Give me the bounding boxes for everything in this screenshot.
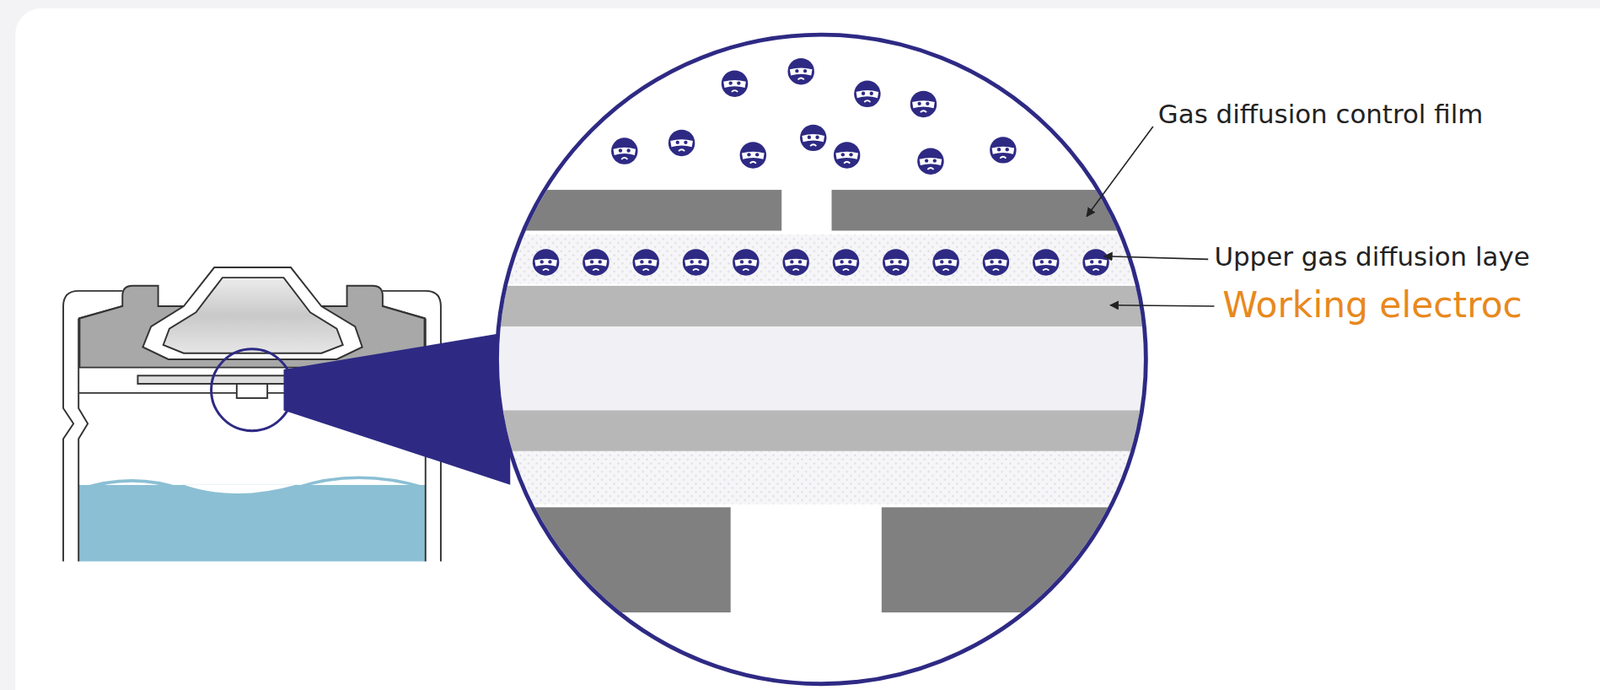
counter-electrode: [489, 409, 1154, 451]
gas-molecule: [1082, 248, 1109, 275]
gas-molecule: [611, 137, 638, 164]
leader-line: [1110, 305, 1214, 307]
gas-molecule: [833, 141, 860, 168]
lower-diffusion-layer: [489, 451, 1154, 505]
part-label: Working electroc: [1222, 285, 1523, 326]
upper-diffusion-layer: [489, 234, 1154, 284]
gas-molecule: [632, 248, 659, 275]
gas-molecule: [832, 248, 860, 275]
gas-molecule: [910, 91, 937, 118]
gas-molecule: [732, 248, 759, 275]
magnify-cone: [284, 331, 511, 485]
layer-stack: [489, 58, 1159, 613]
gas-molecule: [982, 248, 1010, 275]
part-label: Gas diffusion control film: [1158, 100, 1483, 129]
leader-line: [1104, 256, 1209, 260]
gas-molecule: [787, 58, 814, 85]
leader-line: [1086, 126, 1154, 216]
lower-plate: [881, 506, 1158, 613]
magnify-spot: [211, 348, 294, 431]
gas-molecule: [582, 248, 609, 275]
part-label: Upper gas diffusion laye: [1213, 242, 1530, 272]
gas-molecule: [853, 80, 881, 108]
gas-molecule: [932, 248, 959, 275]
electrolyte-layer: [489, 326, 1154, 410]
gas-molecule: [740, 141, 767, 168]
gas-molecule: [1032, 248, 1059, 275]
lower-plate: [489, 506, 731, 613]
gas-molecule: [917, 147, 944, 174]
working-electrode: [489, 285, 1154, 327]
gas-molecule: [532, 248, 559, 275]
gas-molecule: [882, 248, 909, 275]
gas-molecule: [800, 124, 827, 151]
gas-molecule: [782, 248, 809, 275]
magnify-circle: [496, 34, 1146, 684]
gas-molecule: [721, 69, 748, 97]
gas-molecule: [989, 136, 1016, 163]
gas-molecule: [682, 248, 709, 275]
gas-molecule: [668, 129, 695, 156]
